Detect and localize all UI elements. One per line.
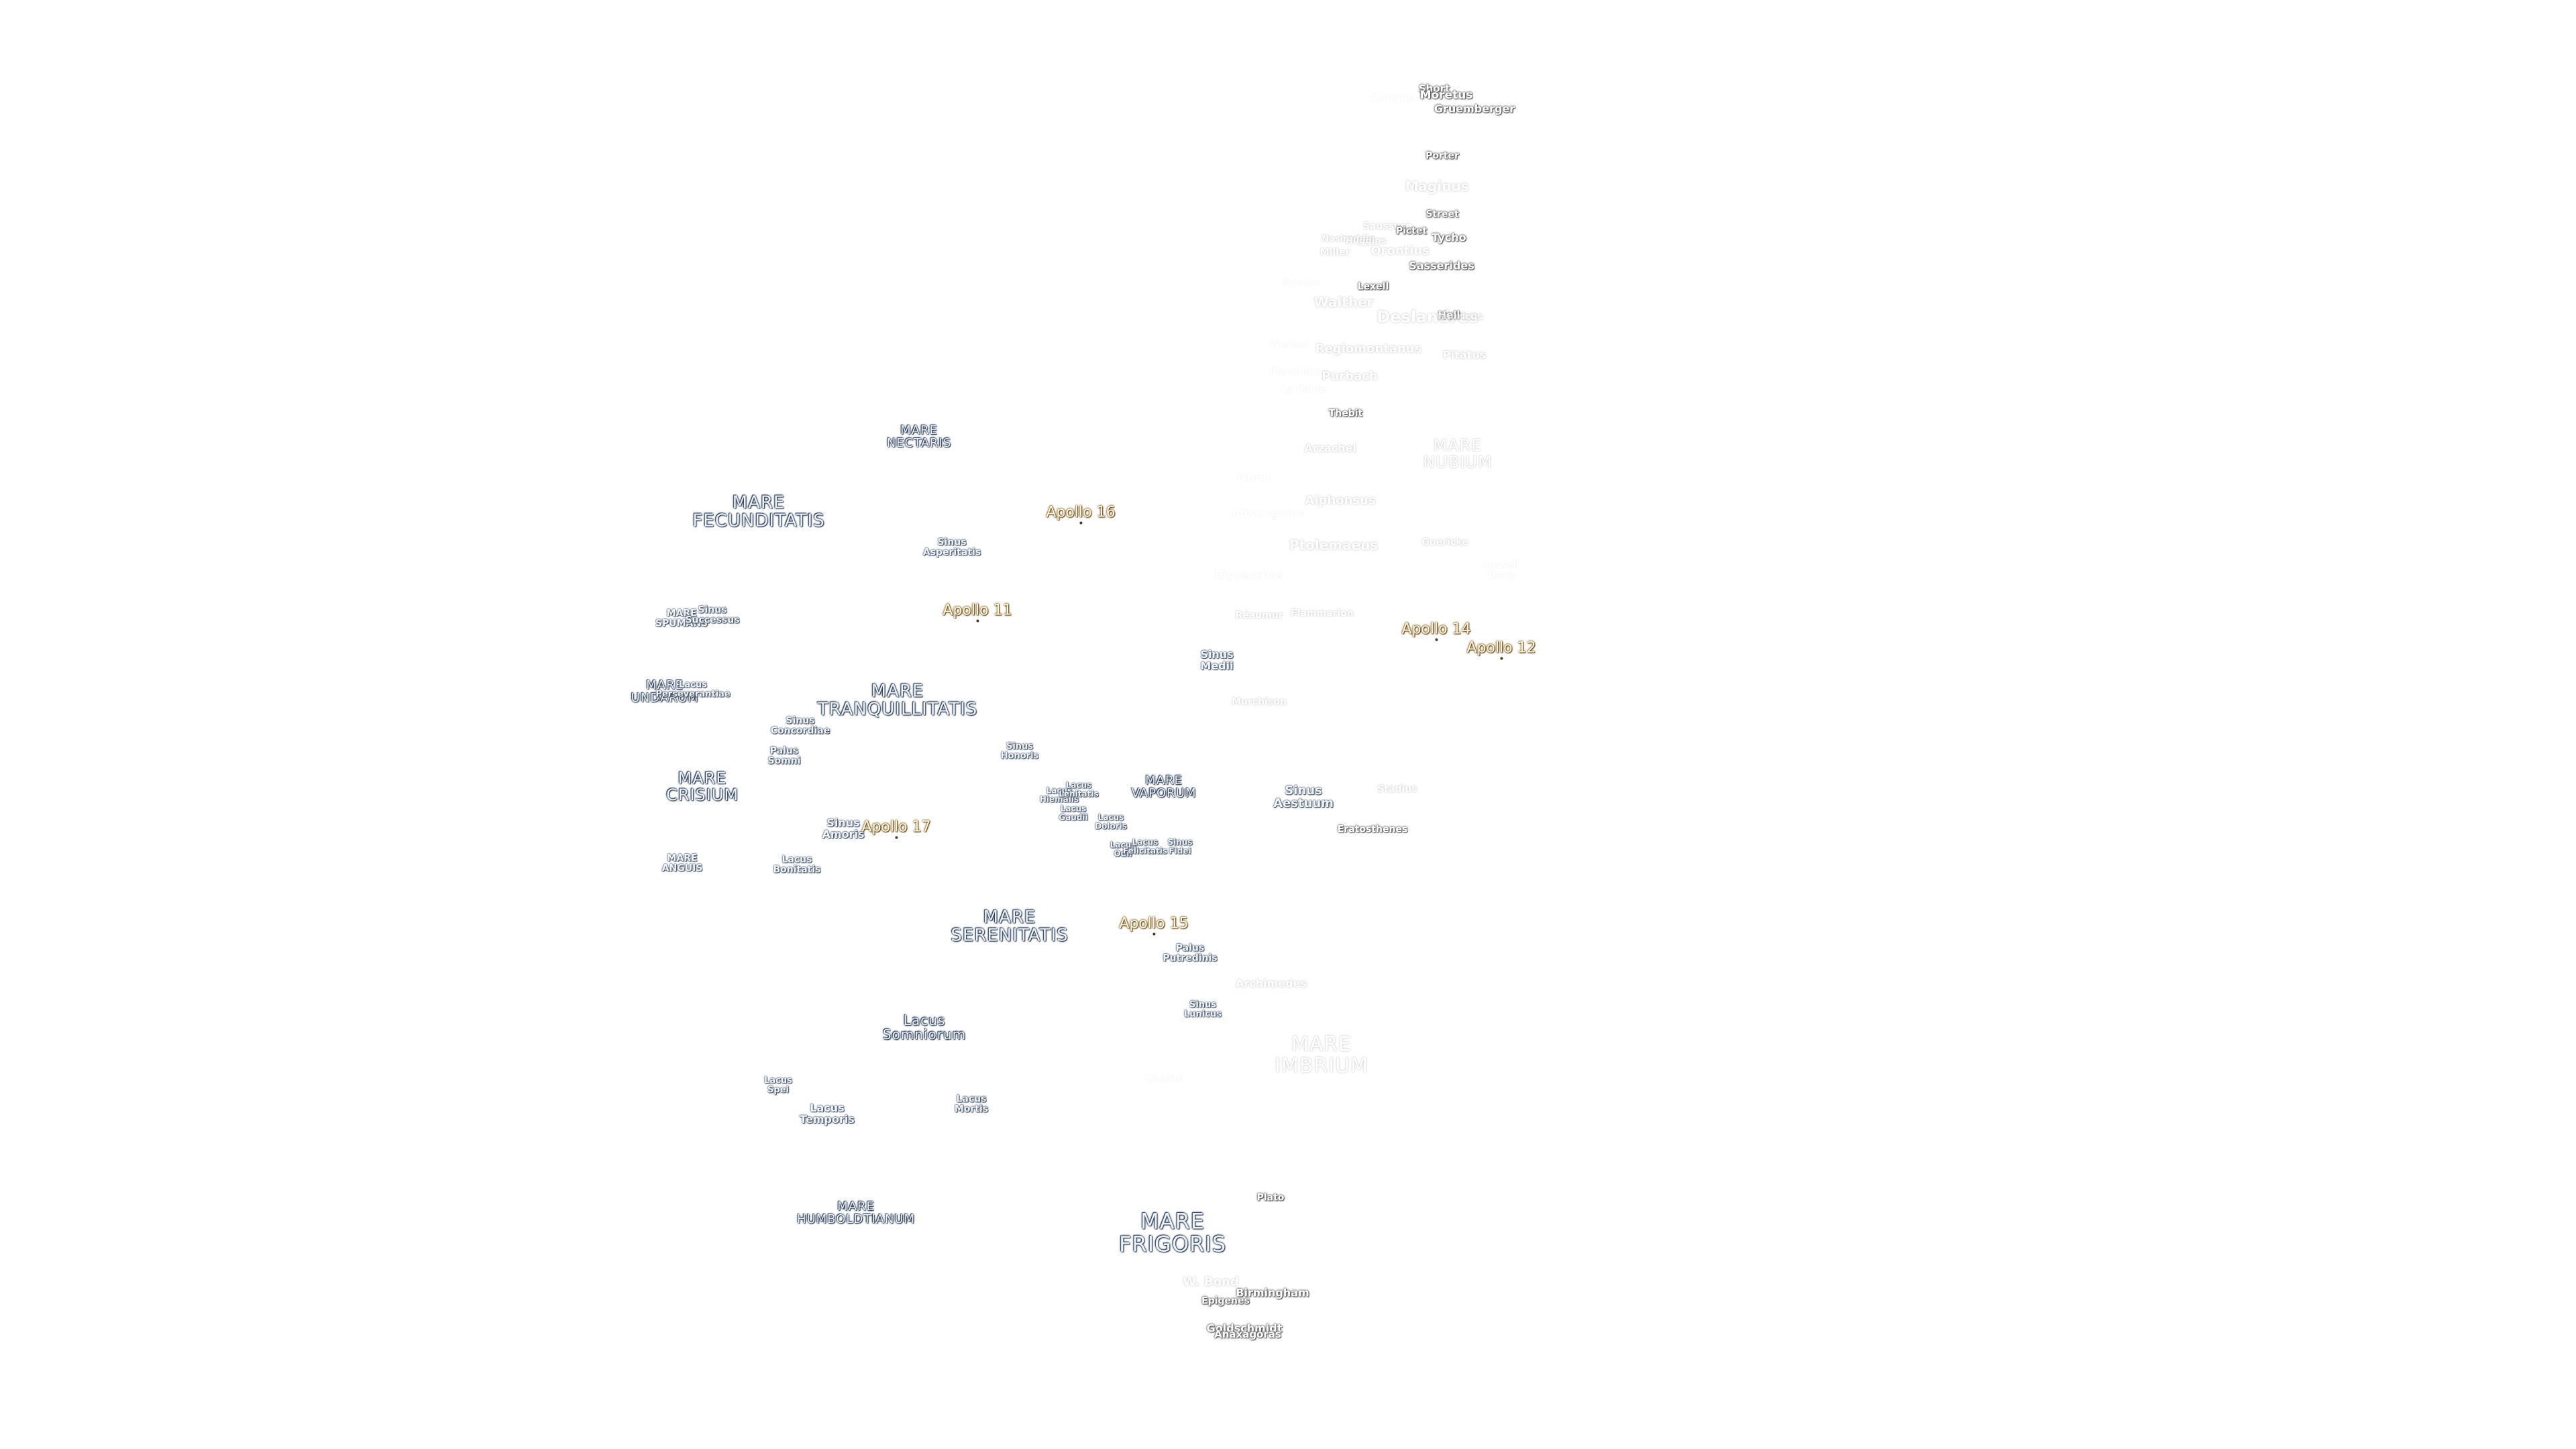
feature-label[interactable]: Moretus	[1419, 89, 1473, 103]
mare-label[interactable]: MARE FECUNDITATIS	[692, 492, 825, 531]
mare-label[interactable]: MARE NECTARIS	[886, 423, 952, 450]
feature-label[interactable]: Werner	[1270, 339, 1309, 350]
feature-label[interactable]: Regiomontanus	[1315, 341, 1422, 356]
mare-label[interactable]: MARE FRIGORIS	[1118, 1208, 1227, 1256]
landing-site-label[interactable]: Apollo 14	[1401, 621, 1470, 641]
mare-label[interactable]: MARE HUMBOLDTIANUM	[796, 1199, 916, 1226]
feature-label[interactable]: Deslandres	[1377, 307, 1479, 327]
mare-label[interactable]: Lacus Somniorum	[882, 1012, 967, 1042]
feature-label[interactable]: Lacus Mortis	[954, 1093, 989, 1114]
feature-label[interactable]: Palus Somni	[767, 745, 801, 766]
feature-label[interactable]: Orontius	[1371, 244, 1430, 258]
feature-label[interactable]: Lacus Felicitatis	[1122, 837, 1168, 855]
feature-label[interactable]: Sinus Fidei	[1167, 837, 1193, 855]
feature-label[interactable]: Alphonsus	[1305, 493, 1376, 508]
feature-label[interactable]: Sinus Aestuum	[1273, 784, 1334, 810]
feature-label[interactable]: Lacus Hiemalis	[1039, 786, 1079, 804]
feature-label[interactable]: Ptolemaeus	[1289, 537, 1379, 553]
feature-label[interactable]: Nonius	[1283, 278, 1320, 289]
feature-label[interactable]: Thebit	[1328, 408, 1363, 419]
feature-label[interactable]: Blanchinus	[1269, 366, 1328, 378]
mare-label[interactable]: MARE CRISIUM	[665, 768, 739, 804]
feature-label[interactable]: Epigenes	[1201, 1295, 1250, 1307]
feature-label[interactable]: Lacus Bonitatis	[773, 854, 821, 875]
feature-label[interactable]: Sinus Lunicus	[1184, 1000, 1222, 1019]
feature-label[interactable]: Cassini	[1146, 1073, 1183, 1085]
feature-label[interactable]: Lacus Odii	[1110, 840, 1136, 858]
feature-label[interactable]: Réaumur	[1235, 610, 1283, 621]
landing-site-label[interactable]: Apollo 12	[1466, 640, 1536, 659]
feature-label[interactable]: Short	[1418, 83, 1450, 95]
feature-label[interactable]: Albategnius	[1232, 506, 1304, 520]
landing-site-label[interactable]: Apollo 15	[1119, 916, 1188, 935]
feature-label[interactable]: Parrot	[1237, 472, 1271, 484]
feature-label[interactable]: Palus Putredinis	[1163, 943, 1218, 963]
feature-label[interactable]: Saussure	[1362, 221, 1412, 232]
mare-label[interactable]: MARE SERENITATIS	[951, 907, 1069, 946]
feature-label[interactable]: MARE SPUMANS	[655, 608, 708, 629]
feature-label[interactable]: Plato	[1256, 1192, 1285, 1203]
feature-label[interactable]: Birmingham	[1236, 1286, 1309, 1299]
feature-label[interactable]: Lexell	[1357, 281, 1389, 292]
feature-label[interactable]: Pictet	[1395, 225, 1428, 237]
feature-label[interactable]: Lacus Gaudii	[1059, 804, 1088, 822]
feature-label[interactable]: Gruemberger	[1434, 102, 1515, 115]
feature-label[interactable]: Pitatus	[1442, 348, 1487, 362]
feature-label[interactable]: Stadius	[1377, 784, 1417, 795]
feature-label[interactable]: W. Bond	[1183, 1275, 1239, 1289]
feature-label[interactable]: Sinus Medii	[1200, 648, 1234, 672]
feature-label[interactable]: Walther	[1313, 294, 1374, 311]
feature-label[interactable]: Sinus Amoris	[822, 816, 865, 841]
feature-label[interactable]: Porter	[1426, 150, 1459, 162]
feature-label[interactable]: Sinus Honoris	[1000, 741, 1039, 761]
feature-label[interactable]: Sinus Successus	[685, 604, 740, 625]
feature-label[interactable]: Lacus Doloris	[1095, 812, 1127, 830]
feature-label[interactable]: Curtius	[1371, 91, 1415, 105]
feature-label[interactable]: Miller	[1320, 247, 1350, 258]
feature-label[interactable]: Lassell Davy	[1483, 559, 1520, 580]
landing-site-label[interactable]: Apollo 17	[861, 819, 930, 839]
feature-label[interactable]: Nasireddin	[1322, 234, 1375, 245]
feature-label[interactable]: Tycho	[1432, 231, 1466, 244]
feature-label[interactable]: Lacus Spei	[764, 1075, 792, 1095]
feature-label[interactable]: Arzachel	[1304, 441, 1356, 455]
mare-label[interactable]: MARE TRANQUILLITATIS	[817, 681, 978, 720]
feature-label[interactable]: La Caille	[1281, 384, 1326, 395]
feature-label[interactable]: Sinus Asperitatis	[922, 537, 981, 557]
feature-label[interactable]: Lacus Temporis	[800, 1102, 855, 1126]
feature-label[interactable]: Archimedes	[1236, 977, 1307, 990]
feature-label[interactable]: Maginus	[1405, 178, 1469, 195]
landing-site-label[interactable]: Apollo 16	[1046, 504, 1115, 524]
landing-site-label[interactable]: Apollo 11	[943, 602, 1012, 622]
feature-label[interactable]: Flammarion	[1291, 608, 1354, 619]
feature-label[interactable]: Anaxagoras	[1214, 1328, 1281, 1341]
feature-label[interactable]: Hipparchus	[1214, 568, 1284, 582]
feature-label[interactable]: Lacus Perseverantiae	[655, 680, 731, 699]
feature-label[interactable]: Murchison	[1232, 696, 1287, 708]
feature-label[interactable]: Hell	[1438, 309, 1460, 322]
feature-label[interactable]: Autolycus	[1179, 1014, 1229, 1025]
feature-label[interactable]: Goldschmidt	[1206, 1322, 1283, 1335]
feature-label[interactable]: Sinus Concordiae	[770, 715, 830, 736]
feature-label[interactable]: Lacus Lenitatis	[1059, 780, 1099, 798]
mare-label[interactable]: MARE NUBIUM	[1423, 435, 1493, 472]
mare-label[interactable]: MARE IMBRIUM	[1275, 1032, 1368, 1077]
feature-label[interactable]: Huggins	[1345, 236, 1387, 247]
mare-label[interactable]: MARE VAPORUM	[1131, 773, 1197, 800]
feature-label[interactable]: Eratosthenes	[1337, 824, 1408, 835]
feature-label[interactable]: Guericke	[1421, 537, 1468, 548]
feature-label[interactable]: MARE ANGUIS	[661, 853, 703, 873]
feature-label[interactable]: Sasserides	[1409, 259, 1474, 272]
feature-label[interactable]: Street	[1426, 209, 1459, 220]
mare-label[interactable]: MARE UNDARUM	[631, 678, 699, 705]
feature-label[interactable]: Gauricus	[1436, 311, 1483, 323]
feature-label[interactable]: Purbach	[1322, 369, 1378, 384]
